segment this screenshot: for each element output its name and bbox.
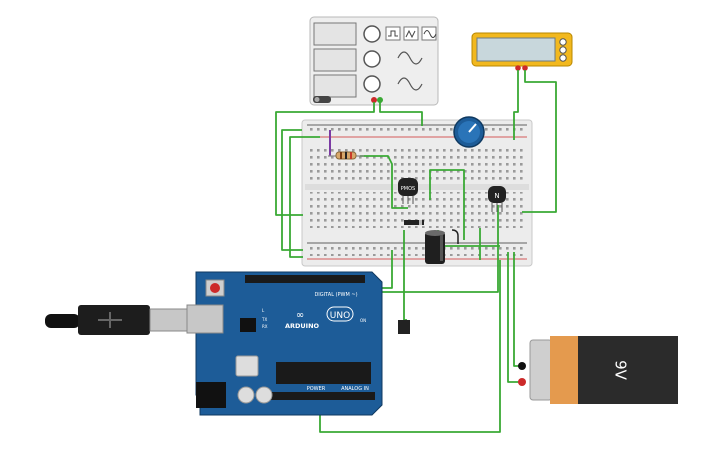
pmos-transistor[interactable]: PMOS	[398, 178, 418, 204]
frequency-knob[interactable]	[363, 25, 381, 43]
function-generator[interactable]	[309, 16, 439, 106]
negative-terminal[interactable]	[371, 97, 377, 103]
pmos-label: PMOS	[401, 186, 415, 192]
digital-header[interactable]	[245, 275, 365, 283]
offset-knob[interactable]	[363, 75, 381, 93]
capacitor[interactable]	[425, 230, 445, 264]
nmos-label: N	[494, 192, 499, 200]
square-wave-icon[interactable]	[385, 26, 401, 41]
multimeter[interactable]	[471, 32, 573, 71]
l-label: L	[262, 308, 265, 313]
resistor[interactable]	[328, 151, 364, 160]
usb-port[interactable]	[186, 304, 224, 334]
reset-button[interactable]	[210, 283, 220, 293]
potentiometer[interactable]	[453, 116, 485, 148]
nmos-transistor[interactable]: N	[488, 186, 506, 212]
triangle-wave-icon[interactable]	[403, 26, 419, 41]
waveform-display-1	[397, 51, 423, 65]
digital-label: DIGITAL (PWM ~)	[314, 292, 357, 298]
arduino-model: UNO	[330, 311, 350, 321]
waveform-display-2	[397, 77, 423, 91]
arduino-infinity-logo: ∞	[296, 310, 304, 321]
tx-label: TX	[261, 317, 267, 322]
usb-cable	[45, 305, 193, 335]
diode[interactable]	[404, 220, 424, 225]
multimeter-probe-pos[interactable]	[522, 65, 528, 71]
arduino-board[interactable]: ∞ ARDUINO UNO DIGITAL (PWM ~) POWER ANAL…	[186, 271, 383, 416]
sine-wave-icon[interactable]	[421, 26, 437, 41]
battery-9v[interactable]: 9V	[518, 336, 678, 404]
rx-label: RX	[262, 324, 268, 329]
analog-label: ANALOG IN	[341, 386, 369, 392]
multimeter-probe-neg[interactable]	[515, 65, 521, 71]
arduino-brand: ARDUINO	[285, 322, 320, 330]
power-jack[interactable]	[196, 382, 226, 408]
positive-terminal[interactable]	[377, 97, 383, 103]
capacitor-lead	[451, 229, 459, 244]
on-label: ON	[360, 318, 366, 323]
battery-label: 9V	[612, 360, 630, 381]
wire-endpoint	[398, 320, 410, 334]
power-analog-header[interactable]	[270, 392, 375, 400]
amplitude-knob[interactable]	[363, 50, 381, 68]
power-label: POWER	[307, 386, 326, 392]
atmega-chip	[276, 362, 371, 384]
